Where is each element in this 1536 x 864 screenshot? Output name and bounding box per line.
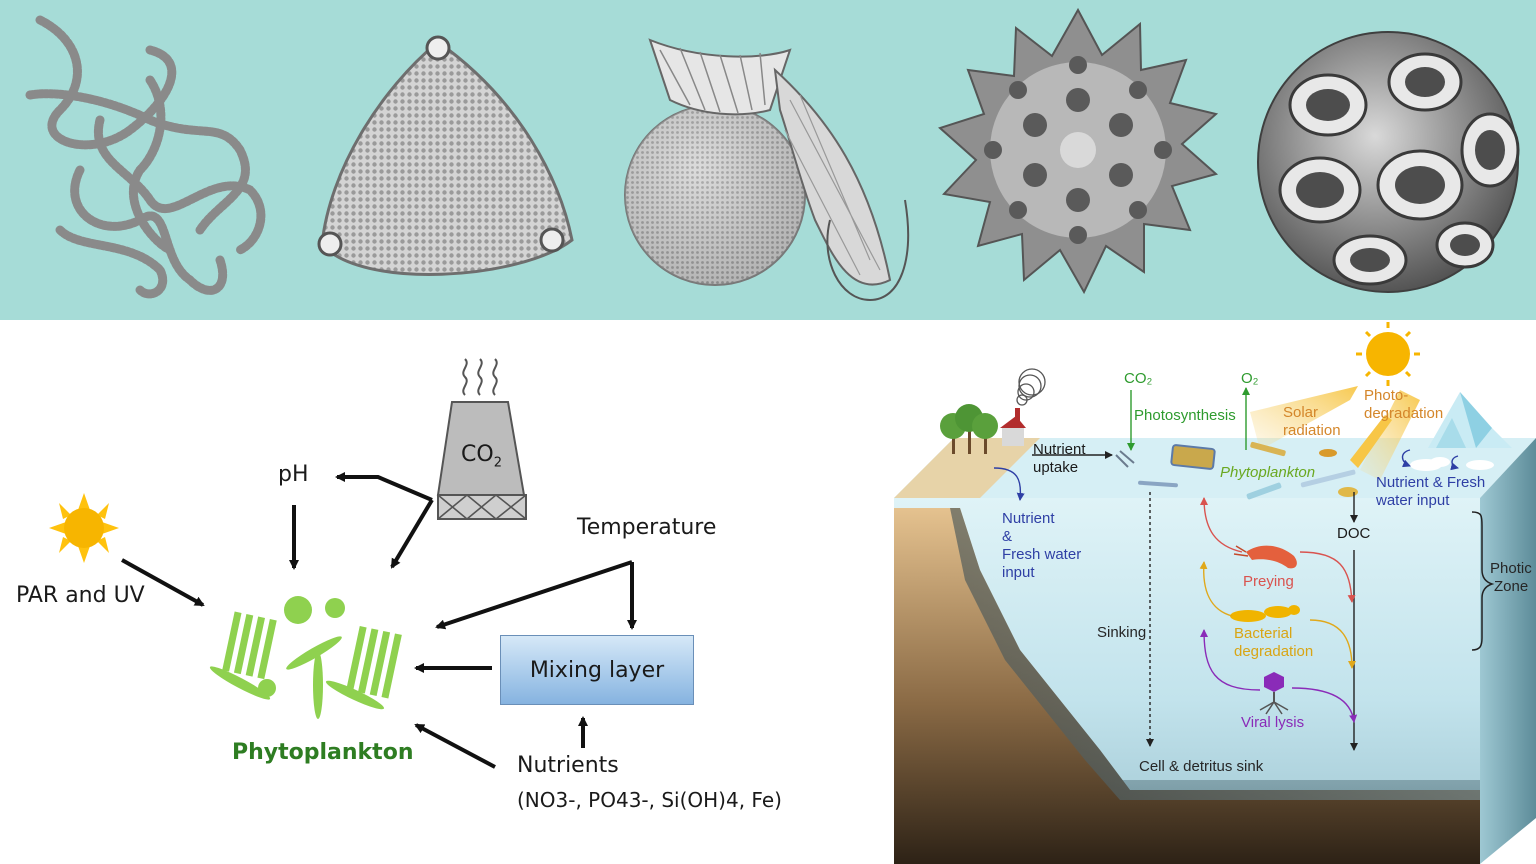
dinoflagellate-illustration (624, 38, 909, 302)
co2-label-base: CO (461, 442, 494, 467)
cloud-icon (1410, 457, 1494, 471)
nutrient-fresh-left-label-2: & (1002, 528, 1013, 545)
co2-label-subscript: 2 (493, 455, 502, 471)
ph-label: pH (278, 462, 309, 487)
par-uv-label: PAR and UV (16, 583, 145, 608)
nutrients-formula: (NO3-, PO43-, Si(OH)4, Fe) (517, 788, 782, 812)
o2-label: O₂ (1241, 370, 1259, 387)
house-icon (1000, 408, 1026, 446)
nutrients-label: Nutrients (517, 753, 619, 778)
virus-icon (1259, 672, 1289, 715)
phytoplankton-label: Phytoplankton (232, 740, 414, 765)
photic-zone-label-1: Photic (1490, 560, 1532, 577)
factor-arrows (121, 472, 637, 769)
temperature-label: Temperature (577, 515, 717, 540)
sun-icon (1356, 322, 1420, 386)
smoke-icon (1016, 368, 1046, 406)
photosynthesis-label: Photosynthesis (1134, 407, 1236, 424)
nutrient-fresh-left-label-1: Nutrient (1002, 510, 1055, 527)
nutrient-uptake-label-1: Nutrient (1033, 441, 1086, 458)
factors-graphics (49, 358, 637, 769)
phytoplankton-factors-diagram: pH CO2 Temperature PAR and UV Mixing lay… (0, 320, 880, 864)
co2-label: CO2 (461, 442, 502, 470)
lightning-beam (1350, 415, 1392, 468)
bacterial-degradation-label-1: Bacterial (1234, 625, 1293, 642)
photo-degradation-label-1: Photo- (1364, 387, 1409, 404)
flow-arrows (993, 387, 1459, 751)
plankton-illustrations (25, 7, 1520, 302)
coccolithophore-illustration (1257, 31, 1520, 293)
preying-label: Preying (1243, 573, 1294, 590)
nutrient-uptake-label-2: uptake (1033, 459, 1079, 476)
ocean-graphics (894, 322, 1536, 864)
bacterial-degradation-label-2: degradation (1234, 643, 1314, 660)
photo-degradation-beam (1360, 390, 1420, 480)
triangular-diatom-illustration (317, 35, 574, 276)
star-colony-illustration (938, 7, 1219, 295)
photic-zone-label-2: Zone (1494, 578, 1529, 595)
solar-radiation-label-1: Solar (1283, 404, 1319, 421)
phytoplankton-cluster-icon (209, 596, 402, 719)
coastal-shelf (894, 438, 1480, 864)
solar-radiation-label-2: radiation (1283, 422, 1341, 439)
nutrient-fresh-right-label-1: Nutrient & Fresh (1376, 474, 1486, 491)
phytoplankton-particles (1115, 441, 1358, 500)
ocean-cycle-diagram: CO₂ O₂ Photosynthesis Solar radiation Ph… (880, 320, 1536, 864)
chain-plankton-illustration (25, 15, 266, 299)
plankton-banner (0, 0, 1536, 320)
nutrient-fresh-right-label-2: water input (1376, 492, 1450, 509)
nutrient-fresh-left-label-4: input (1002, 564, 1035, 581)
nutrient-fresh-left-label-3: Fresh water (1002, 546, 1082, 563)
co2-label: CO₂ (1124, 370, 1153, 387)
mixing-layer-label: Mixing layer (529, 657, 665, 683)
solar-beam (1250, 386, 1358, 450)
doc-label: DOC (1337, 525, 1371, 542)
phytoplankton-label: Phytoplankton (1220, 464, 1316, 481)
smokestack-icon (436, 358, 527, 521)
sun-icon (49, 493, 119, 563)
iceberg-icon (1428, 392, 1512, 448)
bacteria-icon (1230, 605, 1300, 622)
trees-icon (940, 404, 998, 454)
shrimp-icon (1233, 545, 1297, 569)
sinking-label: Sinking (1097, 624, 1147, 641)
viral-lysis-label: Viral lysis (1241, 714, 1305, 731)
photo-degradation-label-2: degradation (1364, 405, 1444, 422)
cell-detritus-sink-label: Cell & detritus sink (1139, 758, 1264, 775)
photic-zone-bracket (1471, 511, 1495, 651)
mixing-layer-box: Mixing layer (500, 635, 694, 705)
